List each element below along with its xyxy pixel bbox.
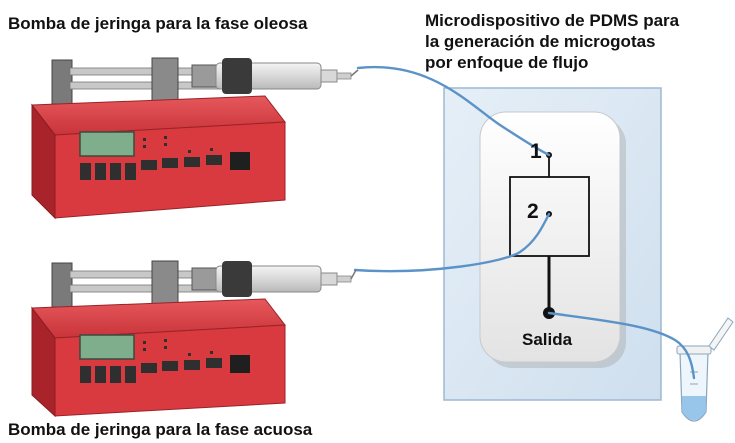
pump-rail xyxy=(51,57,221,107)
inlet-1-label: 1 xyxy=(530,140,542,163)
device-label: Microdispositivo de PDMS para la generac… xyxy=(425,10,679,73)
outlet-label: Salida xyxy=(522,330,573,349)
pump-screen xyxy=(79,334,135,360)
pump-keypad xyxy=(80,339,250,383)
device-label-line: la generación de microgotas xyxy=(425,32,656,51)
syringe-pump-oil xyxy=(31,57,359,220)
pdms-chip xyxy=(479,111,626,368)
tubing-oil xyxy=(356,65,551,157)
collection-tube xyxy=(676,317,734,422)
tubing xyxy=(353,65,696,380)
aqueous-pump-label: Bomba de jeringa para la fase acuosa xyxy=(8,420,313,439)
pump-keypad xyxy=(80,136,250,180)
syringe xyxy=(191,58,359,94)
tubing-aqueous xyxy=(353,212,551,273)
syringe xyxy=(191,261,357,297)
oil-pump-label: Bomba de jeringa para la fase oleosa xyxy=(8,14,308,33)
pump-body xyxy=(31,298,286,418)
device-label-line: Microdispositivo de PDMS para xyxy=(425,11,680,30)
pump-screen xyxy=(79,131,135,157)
device-label-line: por enfoque de flujo xyxy=(425,53,589,72)
pump-body xyxy=(31,95,286,220)
tubing-outlet xyxy=(547,311,696,380)
inlet-2-label: 2 xyxy=(527,200,539,223)
syringe-pump-aqueous xyxy=(31,260,357,418)
pump-rail xyxy=(51,260,221,310)
